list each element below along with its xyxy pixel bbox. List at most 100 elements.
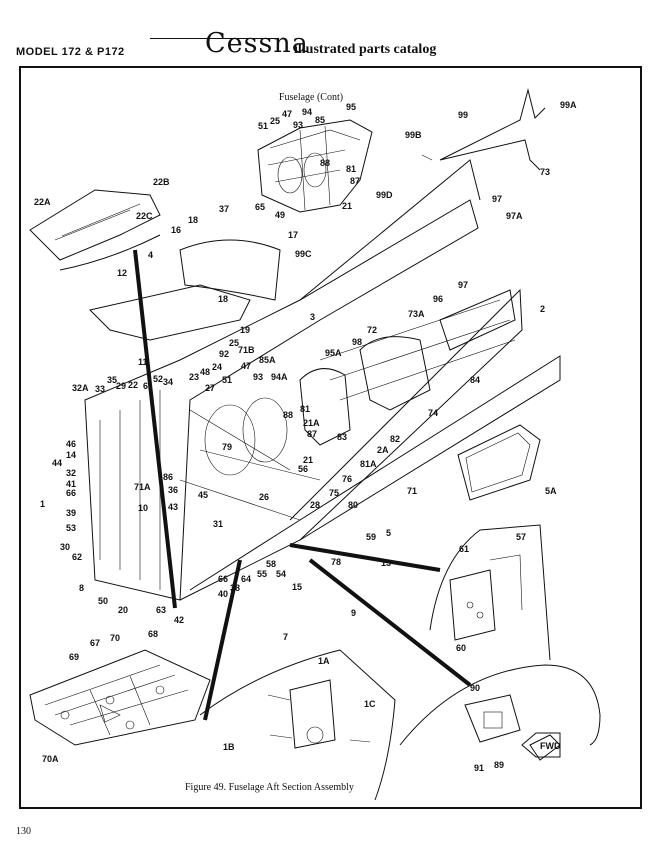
callout-label: 9 [351, 608, 356, 618]
callout-label: 99B [405, 130, 422, 140]
callout-label: 78 [331, 557, 341, 567]
callout-label: 34 [163, 377, 173, 387]
callout-label: 28 [310, 500, 320, 510]
callout-label: 81A [360, 459, 377, 469]
callout-label: 24 [212, 362, 222, 372]
callout-label: 17 [288, 230, 298, 240]
callout-label: 7 [283, 632, 288, 642]
callout-label: 71A [134, 482, 151, 492]
callout-label: 22A [34, 197, 51, 207]
callout-label: 94A [271, 372, 288, 382]
callout-label: 56 [298, 464, 308, 474]
callout-label: 64 [241, 574, 251, 584]
callout-label: 65 [255, 202, 265, 212]
callout-label: 1 [40, 499, 45, 509]
callout-label: 48 [200, 367, 210, 377]
bracket-detail-inset [199, 649, 396, 801]
callout-label: 87 [307, 429, 317, 439]
callout-label: 71 [407, 486, 417, 496]
cessna-logo: Cessna [205, 28, 309, 59]
callout-label: 18 [218, 294, 228, 304]
fwd-arrow [521, 732, 561, 758]
callout-label: 4 [148, 250, 153, 260]
callout-label: 51 [222, 375, 232, 385]
callout-label: 49 [275, 210, 285, 220]
callout-label: 10 [138, 503, 148, 513]
callout-label: 91 [474, 763, 484, 773]
callout-label: 88 [320, 158, 330, 168]
callout-label: 20 [118, 605, 128, 615]
callout-label: 89 [494, 760, 504, 770]
callout-label: 74 [428, 408, 438, 418]
callout-label: 95A [325, 348, 342, 358]
callout-label: 46 [66, 439, 76, 449]
callout-label: 1C [364, 699, 376, 709]
model-label: MODEL 172 & P172 [16, 46, 125, 58]
callout-label: 94 [302, 107, 312, 117]
page-number: 130 [16, 826, 31, 837]
callout-label: 15 [292, 582, 302, 592]
callout-label: 87 [350, 176, 360, 186]
callout-label: 38 [230, 583, 240, 593]
callout-label: 18 [188, 215, 198, 225]
callout-label: 72 [367, 325, 377, 335]
figure-frame: Fuselage (Cont) [19, 66, 642, 809]
callout-label: 1A [318, 656, 330, 666]
callout-label: 90 [470, 683, 480, 693]
callout-label: 83 [337, 432, 347, 442]
callout-label: 44 [52, 458, 62, 468]
callout-label: 6 [143, 381, 148, 391]
catalog-title: illustrated parts catalog [294, 42, 437, 57]
callout-label: 37 [219, 204, 229, 214]
callout-label: 29 [116, 381, 126, 391]
callout-label: 23 [189, 372, 199, 382]
callout-label: 21A [303, 418, 320, 428]
callout-label: 61 [459, 544, 469, 554]
callout-label: 22C [136, 211, 153, 221]
header-rule [150, 38, 276, 39]
callout-label: 5A [545, 486, 557, 496]
callout-label: 86 [163, 472, 173, 482]
callout-label: 63 [156, 605, 166, 615]
fuselage-main [84, 159, 561, 601]
callout-label: 59 [366, 532, 376, 542]
callout-label: 55 [257, 569, 267, 579]
callout-label: 96 [433, 294, 443, 304]
callout-label: 47 [241, 361, 251, 371]
callout-label: 32A [72, 383, 89, 393]
callout-label: 30 [60, 542, 70, 552]
callout-label: 93 [253, 372, 263, 382]
callout-label: 42 [174, 615, 184, 625]
callout-label: 26 [259, 492, 269, 502]
callout-label: 81 [346, 164, 356, 174]
side-window-5a [457, 424, 541, 501]
callout-label: 8 [79, 583, 84, 593]
callout-label: 73 [540, 167, 550, 177]
callout-label: 31 [213, 519, 223, 529]
callout-label: 53 [66, 523, 76, 533]
callout-label: 93 [293, 120, 303, 130]
callout-label: 57 [516, 532, 526, 542]
callout-label: 84 [470, 375, 480, 385]
callout-label: 13 [381, 558, 391, 568]
callout-label: 40 [218, 589, 228, 599]
callout-label: 92 [219, 349, 229, 359]
inset-windshield [29, 189, 161, 271]
callout-label: 50 [98, 596, 108, 606]
callout-label: 5 [386, 528, 391, 538]
callout-label: 67 [90, 638, 100, 648]
callout-label: 35 [107, 375, 117, 385]
figure-caption: Figure 49. Fuselage Aft Section Assembly [185, 782, 354, 793]
callout-label: 97A [506, 211, 523, 221]
callout-label: 85A [259, 355, 276, 365]
callout-label: 54 [276, 569, 286, 579]
callout-label: 22 [128, 380, 138, 390]
dorsal-fin-detail [421, 88, 546, 171]
callout-label: 85 [315, 115, 325, 125]
callout-label: 80 [348, 500, 358, 510]
callout-label: 69 [69, 652, 79, 662]
callout-label: 71B [238, 345, 255, 355]
callout-label: 21 [342, 201, 352, 211]
fwd-assembly-inset [399, 664, 601, 761]
